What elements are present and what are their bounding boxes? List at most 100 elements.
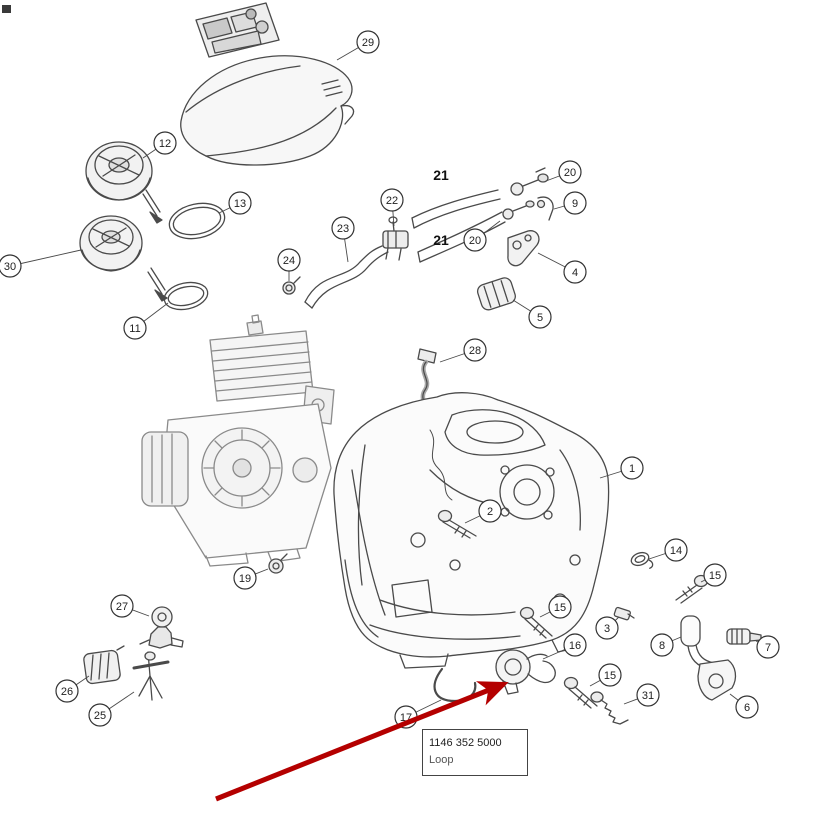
part-number-text: 1146 352 5000 <box>429 737 502 749</box>
callout-number: 3 <box>604 623 610 635</box>
callout-circle <box>548 595 572 619</box>
callout-9[interactable]: 9 <box>553 191 587 215</box>
callout-29[interactable]: 29 <box>336 30 380 61</box>
callout-22[interactable]: 22 <box>380 188 404 227</box>
callout-circle <box>478 499 502 523</box>
callout-16[interactable]: 16 <box>542 633 587 660</box>
part-warning-label-plate <box>195 2 280 58</box>
callout-circle <box>620 456 644 480</box>
callout-circle <box>563 633 587 657</box>
callout-number: 25 <box>94 710 106 722</box>
callout-1[interactable]: 1 <box>599 456 644 480</box>
part-set-screw <box>613 606 635 621</box>
part-lever <box>132 651 170 701</box>
callout-number: 27 <box>116 601 128 613</box>
callout-14[interactable]: 14 <box>648 538 688 562</box>
callout-20[interactable]: 20 <box>545 160 582 184</box>
part-threaded-connector <box>726 628 762 645</box>
part-elbow-nipple <box>536 196 554 221</box>
callout-20[interactable]: 20 <box>463 220 501 252</box>
callout-15[interactable]: 15 <box>700 563 727 587</box>
callout-circle <box>228 191 252 215</box>
callout-number: 5 <box>537 312 543 324</box>
callout-circle <box>735 695 759 719</box>
callout-23[interactable]: 23 <box>331 216 355 263</box>
part-fuel-hose <box>304 245 389 309</box>
part-crankcase-housing <box>333 392 610 669</box>
part-oil-pump <box>139 606 184 649</box>
part-plug <box>83 645 125 685</box>
callout-number: 6 <box>744 702 750 714</box>
callout-circle <box>756 635 780 659</box>
part-nipple-lower <box>502 200 535 220</box>
callout-11[interactable]: 11 <box>123 302 169 340</box>
callout-number: 19 <box>239 573 251 585</box>
callout-6[interactable]: 6 <box>729 693 759 719</box>
callout-circle <box>463 338 487 362</box>
part-screw-15b <box>519 606 553 639</box>
callout-number: 9 <box>572 198 578 210</box>
callout-circle <box>595 616 619 640</box>
part-o-ring-large <box>168 202 226 240</box>
part-label-box: 1146 352 5000 Loop <box>422 729 528 777</box>
part-screw-15c <box>563 676 598 709</box>
callout-number: 30 <box>4 261 16 273</box>
callout-circle <box>356 30 380 54</box>
callout-7[interactable]: 7 <box>755 635 780 659</box>
callout-number: 2 <box>487 506 493 518</box>
callout-30[interactable]: 30 <box>0 249 82 278</box>
callout-25[interactable]: 25 <box>88 691 135 727</box>
callout-15[interactable]: 15 <box>539 595 572 619</box>
callout-number: 15 <box>604 670 616 682</box>
callout-circle <box>88 703 112 727</box>
callout-12[interactable]: 12 <box>142 131 177 159</box>
callout-circle <box>110 594 134 618</box>
callout-circle <box>331 216 355 240</box>
bold-part-number-21: 21 <box>433 232 449 248</box>
callout-27[interactable]: 27 <box>110 594 150 618</box>
callout-number: 28 <box>469 345 481 357</box>
callout-3[interactable]: 3 <box>595 616 620 640</box>
callout-circle <box>0 254 22 278</box>
callout-circle <box>563 191 587 215</box>
callout-26[interactable]: 26 <box>55 675 90 703</box>
callout-2[interactable]: 2 <box>464 499 502 524</box>
callout-number: 11 <box>129 323 140 335</box>
part-screw-15a <box>675 574 709 604</box>
callout-number: 8 <box>659 640 665 652</box>
leader-line <box>9 249 82 267</box>
callout-19[interactable]: 19 <box>233 566 269 590</box>
part-shroud <box>180 55 355 166</box>
callout-8[interactable]: 8 <box>650 633 682 657</box>
callout-number: 16 <box>569 640 581 652</box>
part-washer-clip <box>630 551 654 569</box>
callout-number: 20 <box>469 235 481 247</box>
part-oil-cap <box>79 215 168 302</box>
part-loop <box>495 649 556 695</box>
callout-31[interactable]: 31 <box>623 683 660 707</box>
callout-circle <box>636 683 660 707</box>
part-bracket <box>507 230 540 267</box>
callout-28[interactable]: 28 <box>439 338 487 363</box>
callout-5[interactable]: 5 <box>512 299 552 329</box>
part-spring-screw <box>590 691 629 725</box>
callout-circle <box>55 679 79 703</box>
callout-circle <box>277 248 301 272</box>
page-corner-mark <box>2 5 11 13</box>
callout-15[interactable]: 15 <box>589 663 622 687</box>
callout-circle <box>380 188 404 212</box>
callout-24[interactable]: 24 <box>277 248 301 281</box>
callout-number: 26 <box>61 686 73 698</box>
bold-part-number-21: 21 <box>433 167 449 183</box>
callout-4[interactable]: 4 <box>537 252 587 284</box>
callout-circle <box>153 131 177 155</box>
callout-circle <box>233 566 257 590</box>
callout-13[interactable]: 13 <box>218 191 252 215</box>
callout-circle <box>650 633 674 657</box>
callout-number: 14 <box>670 545 682 557</box>
part-name-text: Loop <box>429 754 454 767</box>
callout-circle <box>123 316 147 340</box>
